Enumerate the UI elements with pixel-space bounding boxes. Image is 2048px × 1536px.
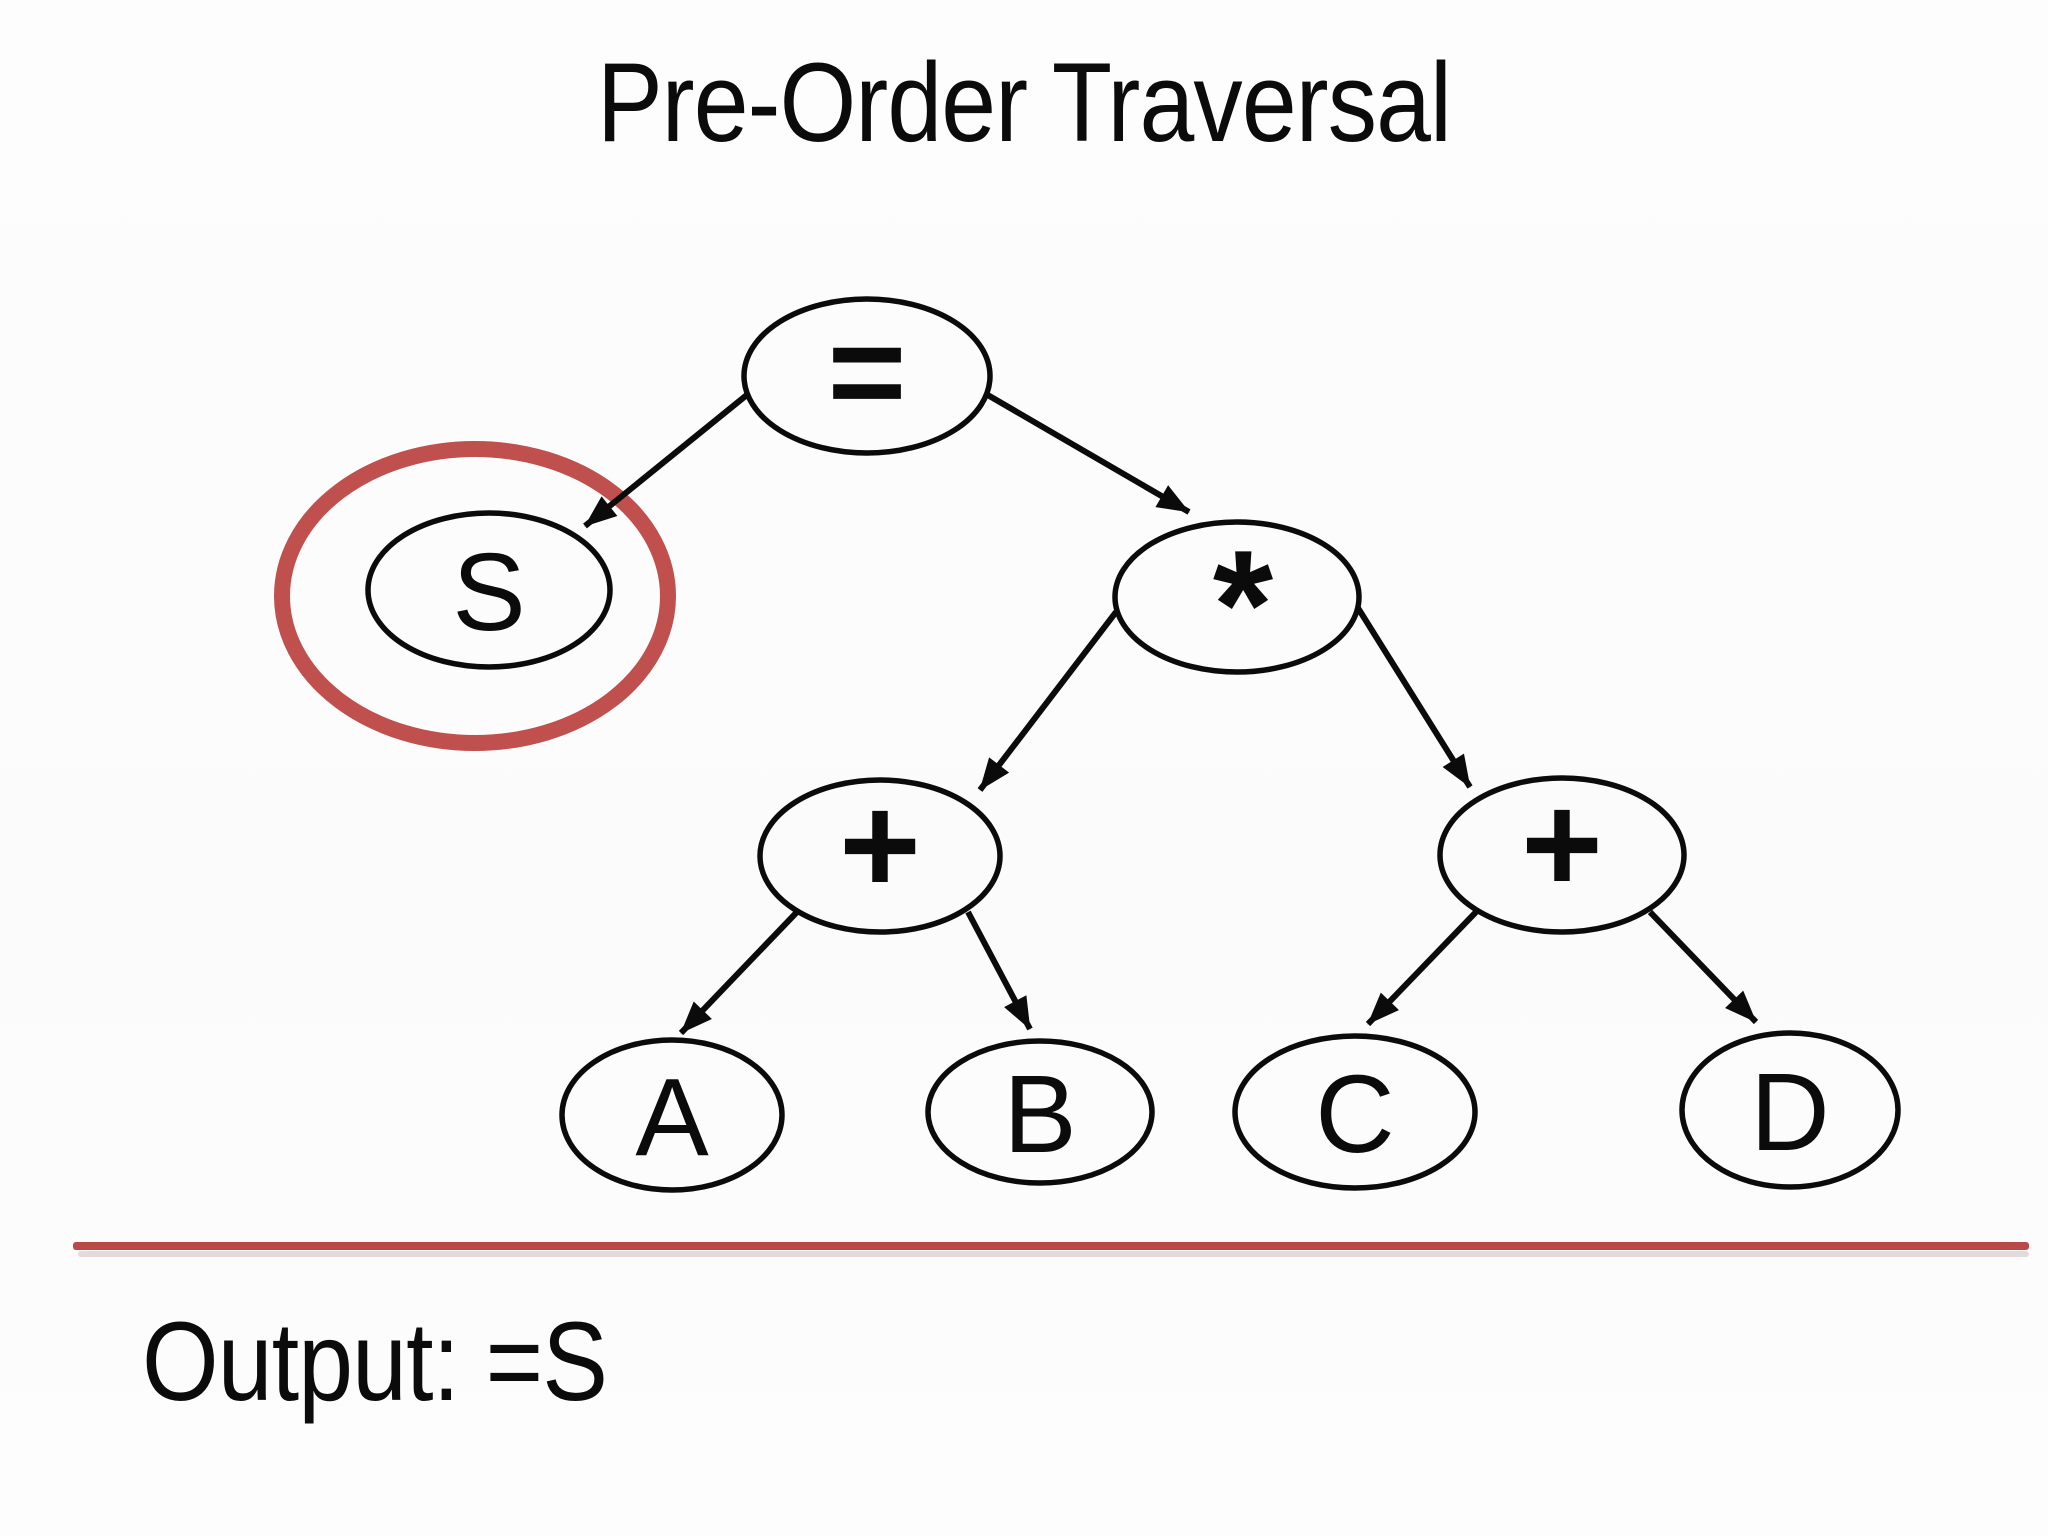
edge-star-to-plus-right [1355,606,1473,789]
node-plus-left-circle [757,777,1003,935]
node-eq-circle [741,296,993,456]
node-b-circle [925,1038,1155,1186]
divider-line [73,1242,2029,1250]
node-star-circle [1112,519,1362,675]
edge-star-to-plus-left [977,610,1119,792]
divider-shadow [78,1251,2029,1257]
node-s-label: S [452,531,525,654]
edge-plus-right-to-d [1647,909,1759,1025]
node-c-circle [1232,1033,1478,1191]
node-plus-left-label: + [839,766,921,923]
edge-eq-to-star [984,391,1191,515]
node-eq-label: = [828,296,907,447]
node-plus-right-circle [1437,775,1687,935]
node-b-label: B [1003,1053,1076,1176]
node-star-label: * [1213,518,1274,691]
slide-title: Pre-Order Traversal [596,40,1452,165]
edge-plus-left-to-b [965,910,1033,1031]
output-value: =S [485,1299,608,1424]
traversal-output: Output: =S [142,1306,608,1418]
edge-eq-to-s [583,391,750,529]
node-a-label: A [635,1056,709,1179]
node-d-circle [1679,1030,1901,1190]
edge-plus-right-to-c [1365,909,1479,1027]
node-a-circle [559,1037,785,1193]
current-node-highlight-ring [274,441,676,751]
output-prefix-label: Output: [142,1299,460,1424]
node-s-circle [365,510,613,670]
node-d-label: D [1750,1051,1829,1174]
edge-plus-left-to-a [678,909,800,1036]
node-plus-right-label: + [1521,765,1603,922]
node-c-label: C [1315,1053,1394,1176]
